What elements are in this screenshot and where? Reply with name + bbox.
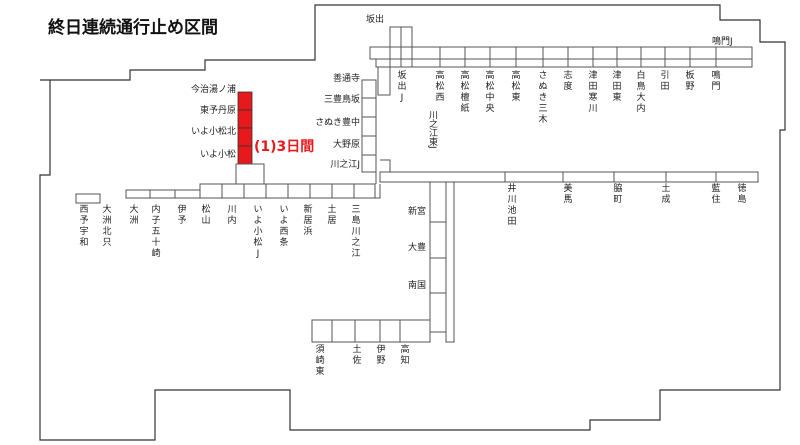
station-label: 鳴門J — [712, 35, 733, 47]
station-label: 西予宇和 — [79, 204, 88, 248]
closure-box-iyo-komatsu-kita — [237, 127, 253, 147]
station-label: 高松中央 — [485, 69, 494, 114]
station-label: 高松東 — [511, 69, 520, 103]
station-label: 志度 — [563, 69, 572, 92]
closure-note: (1)3日間 — [254, 139, 314, 155]
station-label: 南国 — [408, 279, 426, 291]
station-label: 板野 — [685, 69, 694, 92]
region-outline — [39, 4, 786, 441]
station-labels: 今治湯ノ浦 東予丹原 いよ小松北 いよ小松 善通寺 三豊鳥坂 さぬき豊中 大野原… — [191, 13, 733, 291]
station-label: 伊野 — [376, 343, 385, 366]
station-label: 須崎東 — [315, 344, 324, 377]
route-lines — [75, 26, 759, 343]
station-label: 坂出 — [366, 13, 384, 25]
station-label: 伊予 — [177, 203, 186, 226]
station-label: 大豊 — [408, 241, 426, 253]
closure-segment — [237, 91, 253, 165]
station-label: いよ西条 — [279, 205, 288, 248]
station-label: 美馬 — [563, 182, 572, 205]
closure-box-iyo-komatsu — [237, 145, 253, 165]
station-label: 新居浜 — [303, 203, 312, 237]
station-label: 引田 — [660, 70, 669, 92]
station-label: 大野原 — [333, 138, 360, 150]
closure-box-toyo-tanbara — [237, 109, 253, 129]
station-label: 津田寒川 — [588, 70, 597, 114]
station-label: 今治湯ノ浦 — [191, 83, 236, 95]
station-label: 土成 — [661, 182, 670, 205]
station-label: 井川池田 — [507, 182, 516, 227]
station-label: いよ小松 — [200, 148, 236, 160]
station-label: 三豊鳥坂 — [324, 93, 360, 105]
station-label: 白鳥大内 — [636, 69, 645, 114]
station-label: 松山 — [201, 203, 210, 226]
station-label: 脇町 — [613, 183, 622, 205]
station-label: 川内 — [227, 205, 236, 226]
station-label: 高知 — [400, 343, 409, 366]
station-label: さぬき豊中 — [315, 116, 360, 128]
station-label: 鳴門 — [711, 69, 720, 92]
station-label: 川之江東J — [427, 110, 438, 149]
station-label: 三島川之江 — [351, 205, 360, 259]
station-label: 土居 — [327, 203, 336, 226]
page-title: 終日連続通行止め区間 — [48, 17, 218, 38]
station-label: 大洲北只 — [102, 203, 111, 248]
station-label: 東予丹原 — [200, 104, 236, 116]
station-label: 徳島 — [737, 182, 746, 205]
station-label: 高松檀紙 — [460, 69, 469, 114]
station-label: 土佐 — [352, 343, 361, 366]
station-label: 大洲 — [129, 203, 138, 226]
station-label: 川之江J — [330, 158, 360, 170]
station-label: 津田東 — [612, 70, 621, 103]
station-label: いよ小松北 — [191, 125, 236, 137]
closure-box-imabari-yunoura — [237, 91, 253, 111]
station-label: 高松西 — [435, 69, 444, 103]
station-label: 新宮 — [408, 205, 426, 217]
station-label: 善通寺 — [333, 72, 360, 84]
station-label: 藍住 — [711, 182, 720, 205]
station-label: 内子五十崎 — [151, 203, 160, 259]
station-label: さぬき三木 — [538, 70, 547, 125]
